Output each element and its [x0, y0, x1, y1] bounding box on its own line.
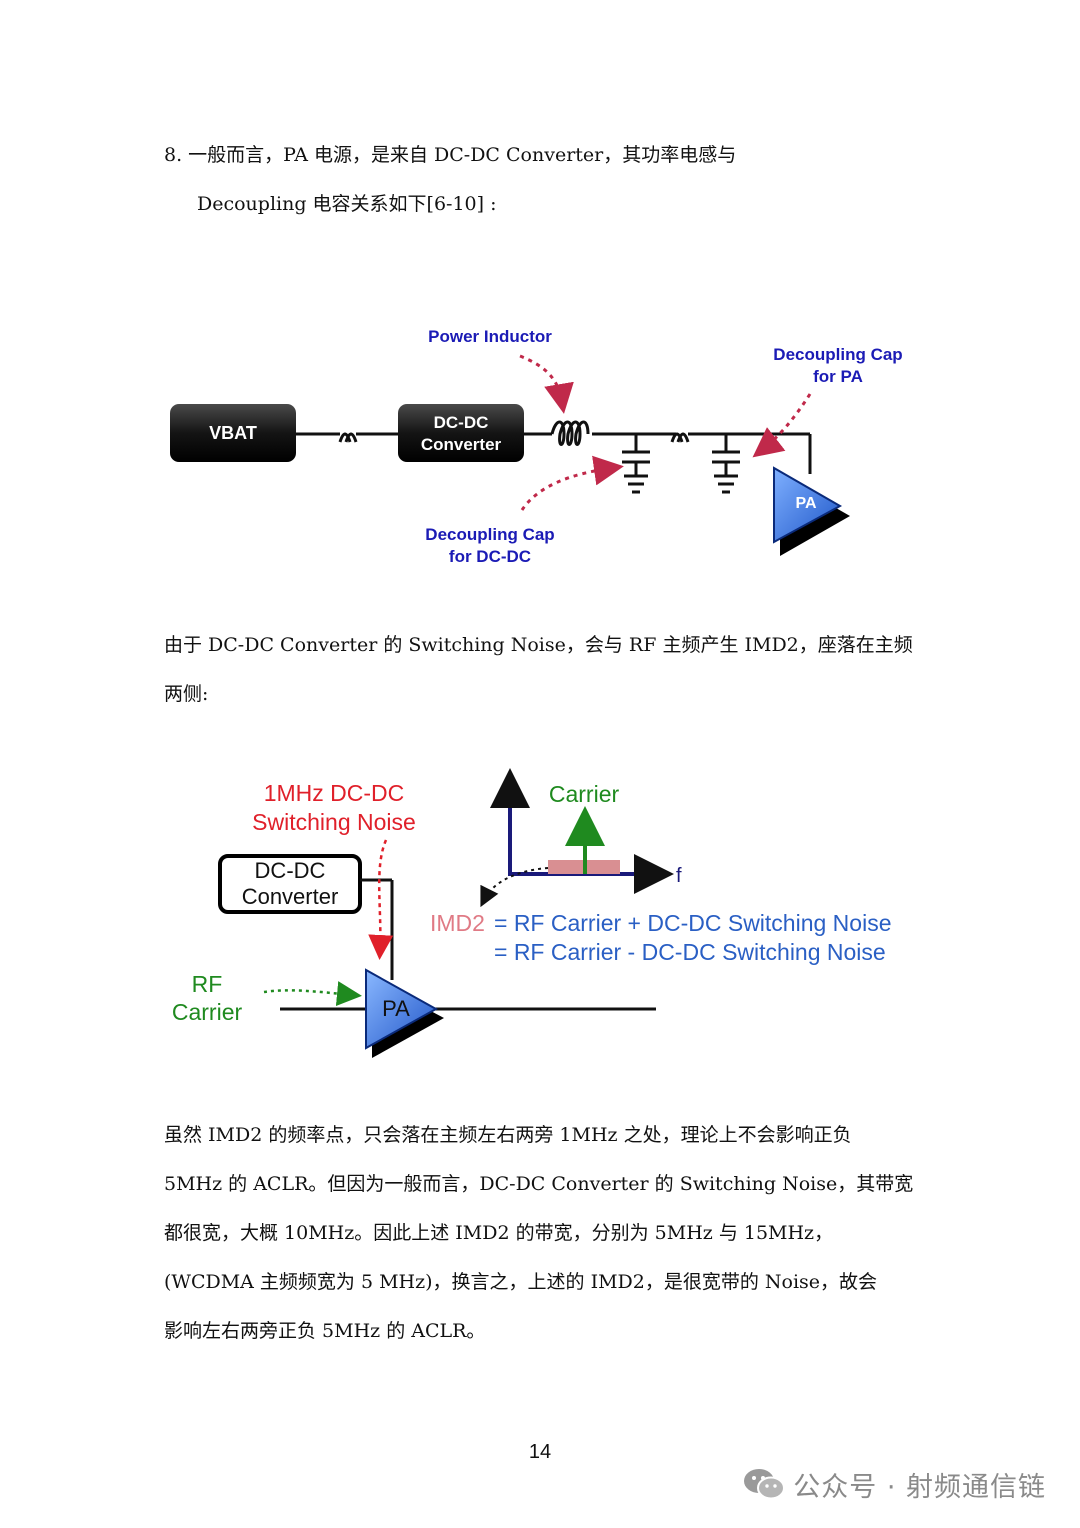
- paragraph-3-line-1: 虽然 IMD2 的频率点，只会落在主频左右两旁 1MHz 之处，理论上不会影响正…: [164, 1124, 852, 1146]
- paragraph-1: 8. 一般而言，PA 电源，是来自 DC-DC Converter，其功率电感与…: [164, 131, 924, 229]
- capacitor-pa: [712, 434, 740, 494]
- capacitor-dcdc: [622, 434, 650, 494]
- switching-noise-label-line-2: Switching Noise: [252, 809, 416, 835]
- break-symbol-2: [670, 432, 690, 443]
- wechat-icon: [744, 1469, 786, 1500]
- vbat-label: VBAT: [209, 423, 257, 443]
- break-symbol-1: [338, 432, 358, 443]
- dcdc-label-line-1: DC-DC: [434, 413, 489, 432]
- paragraph-3-line-3: 都很宽，大概 10MHz。因此上述 IMD2 的带宽，分别为 5MHz 与 15…: [164, 1222, 834, 1244]
- paragraph-1-line-2: Decoupling 电容关系如下[6-10] :: [197, 193, 497, 215]
- figure-power-chain: VBAT DC-DC Converter PA Power Inductor D…: [160, 316, 920, 584]
- pa2-label: PA: [382, 996, 410, 1021]
- spectrum-plot: Carrier f: [490, 768, 682, 894]
- paragraph-3-line-5: 影响左右两旁正负 5MHz 的 ACLR。: [164, 1320, 486, 1342]
- paragraph-3-line-2: 5MHz 的 ACLR。但因为一般而言，DC-DC Converter 的 Sw…: [164, 1173, 914, 1195]
- carrier-label: Carrier: [549, 781, 620, 807]
- pa-amplifier-2: PA: [365, 968, 444, 1058]
- paragraph-2: 由于 DC-DC Converter 的 Switching Noise，会与 …: [164, 621, 924, 719]
- arrow-noise: [368, 839, 394, 960]
- vbat-block: VBAT: [170, 404, 296, 462]
- arrow-rf-carrier: [263, 981, 362, 1007]
- power-inductor-label: Power Inductor: [428, 327, 552, 346]
- inductor-symbol: [550, 420, 590, 446]
- figure-imd2: 1MHz DC-DC Switching Noise DC-DC Convert…: [160, 758, 920, 1070]
- decap-pa-label-line-1: Decoupling Cap: [773, 345, 902, 364]
- pa-label: PA: [795, 495, 816, 512]
- paragraph-3-line-4: (WCDMA 主频频宽为 5 MHz)，换言之，上述的 IMD2，是很宽带的 N…: [164, 1271, 878, 1293]
- paragraph-1-line-1: 8. 一般而言，PA 电源，是来自 DC-DC Converter，其功率电感与: [164, 144, 737, 166]
- decap-dcdc-label-line-1: Decoupling Cap: [425, 525, 554, 544]
- pa-amplifier: PA: [773, 466, 850, 556]
- page-number: 14: [528, 1441, 552, 1463]
- watermark: 公众号 · 射频通信链: [743, 1462, 1046, 1506]
- arrow-power-inductor: [519, 354, 574, 414]
- paragraph-2-line-2: 两侧:: [164, 683, 209, 705]
- decap-pa-label-line-2: for PA: [813, 367, 863, 386]
- f-axis-label: f: [676, 865, 682, 887]
- paragraph-2-line-1: 由于 DC-DC Converter 的 Switching Noise，会与 …: [164, 634, 913, 656]
- dcdc-converter-block-2: DC-DC Converter: [218, 854, 362, 914]
- dcdc2-label-line-2: Converter: [242, 884, 339, 909]
- arrow-to-imd2: [480, 867, 549, 908]
- paragraph-3: 虽然 IMD2 的频率点，只会落在主频左右两旁 1MHz 之处，理论上不会影响正…: [164, 1111, 924, 1356]
- watermark-text: 公众号 · 射频通信链: [793, 1471, 1046, 1503]
- imd2-equation-2: = RF Carrier - DC-DC Switching Noise: [494, 939, 886, 965]
- dcdc-converter-block: DC-DC Converter: [398, 404, 524, 462]
- imd2-equation-1: = RF Carrier + DC-DC Switching Noise: [494, 910, 891, 936]
- dcdc-label-line-2: Converter: [421, 435, 502, 454]
- rf-carrier-label-line-1: RF: [192, 971, 223, 997]
- rf-carrier-label-line-2: Carrier: [172, 999, 243, 1025]
- switching-noise-label-line-1: 1MHz DC-DC: [264, 780, 405, 806]
- imd2-label: IMD2: [430, 910, 485, 936]
- arrow-decap-dcdc: [520, 455, 624, 511]
- decap-dcdc-label-line-2: for DC-DC: [449, 547, 531, 566]
- arrow-decap-pa: [752, 393, 812, 458]
- dcdc2-label-line-1: DC-DC: [255, 858, 326, 883]
